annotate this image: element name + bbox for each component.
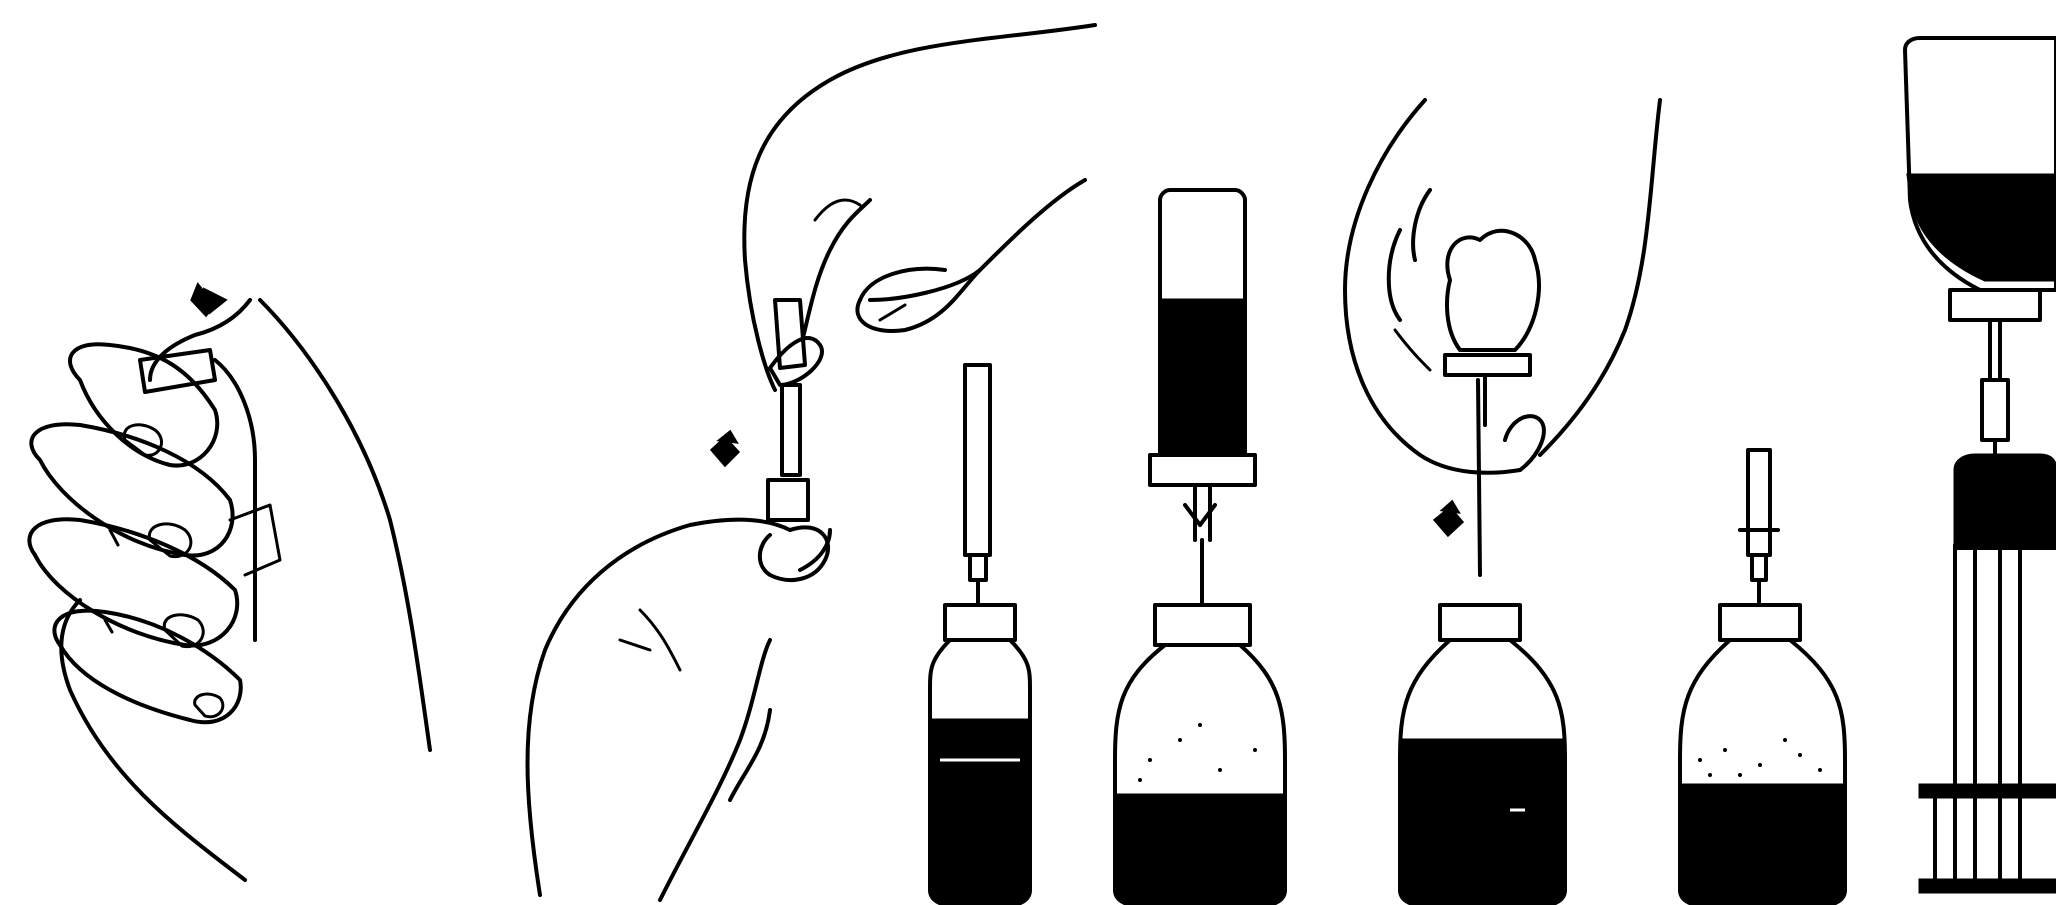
vial-cap: [945, 605, 1015, 640]
hand: [1345, 100, 1660, 575]
hand-with-needle-over-vial-icon: [1345, 100, 1660, 905]
hand: [29, 300, 430, 880]
hand-holding-vial-icon: [29, 285, 430, 880]
transfer-needle: [1185, 485, 1215, 605]
vial-body: [930, 640, 1030, 905]
upper-hand: [744, 25, 1095, 390]
collector: [1955, 455, 2056, 885]
arrow-marker: [712, 432, 738, 465]
vial: [1680, 605, 1845, 905]
arrow-marker: [192, 285, 225, 315]
syringe: [1740, 450, 1778, 605]
receiving-bottle: [1115, 605, 1285, 905]
small-vial: [140, 350, 280, 640]
inverted-bottle-transfer-icon: [1115, 190, 1285, 905]
stand: [1920, 785, 2056, 892]
syringe: [965, 365, 990, 605]
syringe-barrel: [768, 385, 808, 520]
infusion-bottle-with-cylinder-icon: [1905, 38, 2056, 892]
inverted-bottle: [1150, 190, 1255, 485]
arrow-marker: [1435, 502, 1462, 535]
vial: [1400, 605, 1565, 905]
infusion-bottle: [1905, 38, 2056, 320]
drip-tube: [1982, 320, 2008, 470]
syringe-in-mixed-vial-icon: [1680, 450, 1845, 905]
lower-hand: [528, 520, 831, 900]
syringe-in-vial-icon: [930, 365, 1030, 905]
